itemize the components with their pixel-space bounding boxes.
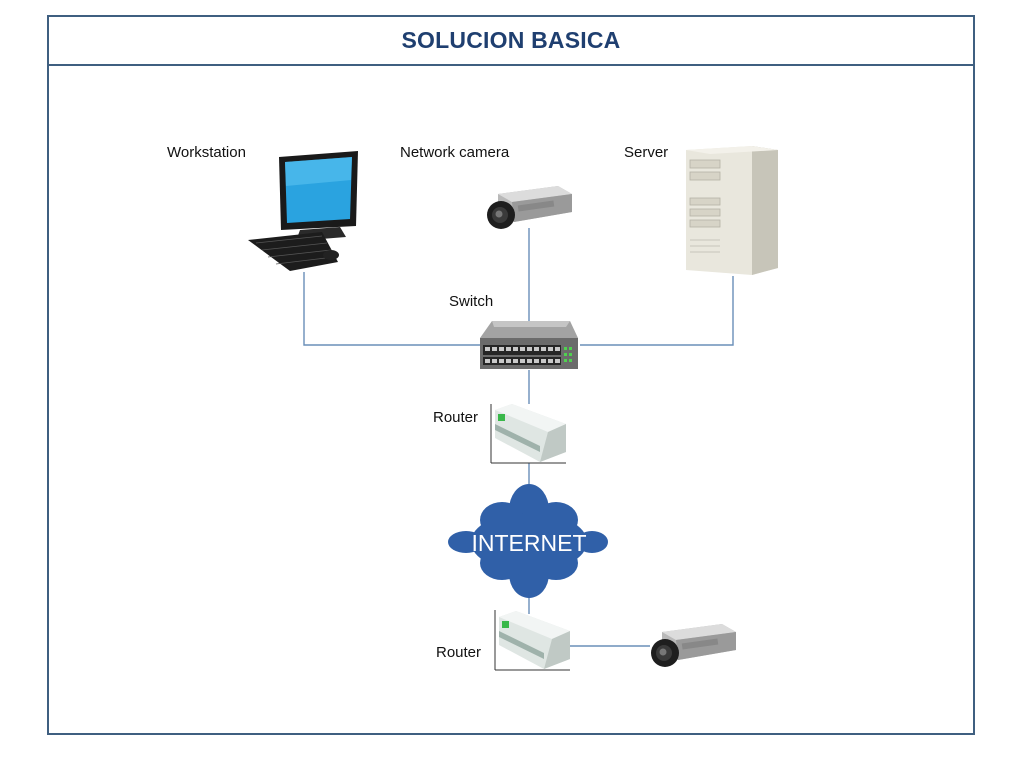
- workstation-label: Workstation: [167, 144, 246, 161]
- link-server-switch: [580, 276, 734, 346]
- server-icon: [686, 146, 778, 275]
- server-label: Server: [624, 144, 669, 161]
- switch-label: Switch: [449, 293, 494, 310]
- network-camera-bottom-icon: [651, 624, 736, 667]
- router-top-label: Router: [433, 409, 479, 426]
- internet-label: INTERNET: [472, 530, 587, 556]
- workstation-icon: [248, 151, 358, 271]
- diagram-title: SOLUCION BASICA: [401, 27, 621, 53]
- router-bottom-icon: [494, 610, 570, 671]
- router-bottom-label: Router: [436, 644, 482, 661]
- switch-icon: [480, 321, 578, 369]
- router-top-icon: [490, 404, 566, 464]
- network-camera-label: Network camera: [400, 144, 510, 161]
- title-bar: SOLUCION BASICA: [49, 17, 973, 66]
- network-camera-icon: [487, 186, 572, 229]
- internet-cloud-icon: [448, 484, 608, 598]
- link-workstation-switch: [303, 272, 482, 346]
